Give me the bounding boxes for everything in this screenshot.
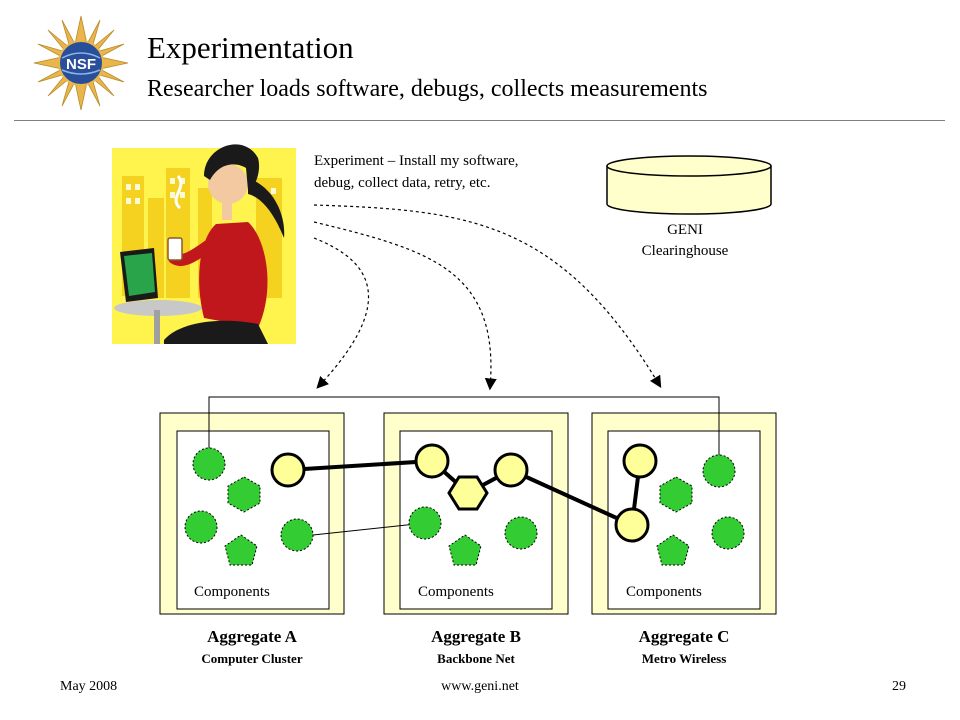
- experiment-note-line-1: Experiment – Install my software,: [314, 153, 519, 169]
- experiment-note-line-2: debug, collect data, retry, etc.: [314, 175, 491, 191]
- aggregate-a-type: Computer Cluster: [201, 651, 303, 666]
- component-node: [408, 506, 442, 540]
- slice-node: [270, 452, 306, 488]
- thin-link-a-b: [312, 522, 426, 536]
- slice-link-b-c: [510, 468, 633, 527]
- component-node: [702, 454, 736, 488]
- experiment-arrow-b: [313, 221, 497, 391]
- clearinghouse-label: GENI Clearinghouse: [600, 220, 770, 262]
- slice-node: [447, 475, 489, 511]
- component-node: [280, 518, 314, 552]
- component-node: [192, 447, 226, 481]
- researcher-illustration: [112, 144, 296, 344]
- aggregate-b-title: Aggregate B: [431, 627, 521, 646]
- experiment-arrow-a: [313, 237, 370, 389]
- slice-link-a-b: [287, 459, 433, 472]
- clearinghouse-database-icon: [606, 155, 772, 215]
- component-node: [659, 476, 693, 513]
- component-node: [224, 534, 258, 566]
- aggregate-c-components-label: Components: [626, 584, 702, 600]
- aggregate-a-title: Aggregate A: [207, 627, 297, 646]
- slide-title: Experimentation: [147, 30, 354, 65]
- control-link: [208, 396, 720, 455]
- component-node: [227, 476, 261, 513]
- footer-page-number: 29: [892, 679, 906, 694]
- component-node: [504, 516, 538, 550]
- experiment-note: Experiment – Install my software, debug,…: [314, 150, 594, 194]
- aggregate-c-type: Metro Wireless: [641, 651, 727, 666]
- component-node: [656, 534, 690, 566]
- nsf-logo: NSF: [33, 15, 129, 111]
- aggregate-c-title: Aggregate C: [638, 627, 730, 646]
- aggregate-b-type: Backbone Net: [437, 651, 515, 666]
- component-node: [711, 516, 745, 550]
- slice-node: [622, 443, 658, 479]
- component-node: [184, 510, 218, 544]
- logo-text: NSF: [66, 56, 96, 73]
- slide-subtitle: Researcher loads software, debugs, colle…: [147, 76, 708, 102]
- slice-node: [493, 452, 529, 488]
- aggregate-a-components-label: Components: [194, 584, 270, 600]
- aggregate-b-components-label: Components: [418, 584, 494, 600]
- title-divider: [14, 120, 945, 121]
- component-node: [448, 534, 482, 566]
- clearinghouse-label-line-1: GENI: [667, 222, 703, 238]
- footer-date: May 2008: [60, 679, 118, 694]
- clearinghouse-label-line-2: Clearinghouse: [641, 243, 729, 259]
- slice-node: [614, 507, 650, 543]
- experiment-arrow-c: [313, 204, 662, 389]
- footer-url[interactable]: www.geni.net: [441, 679, 519, 694]
- slice-node: [414, 443, 450, 479]
